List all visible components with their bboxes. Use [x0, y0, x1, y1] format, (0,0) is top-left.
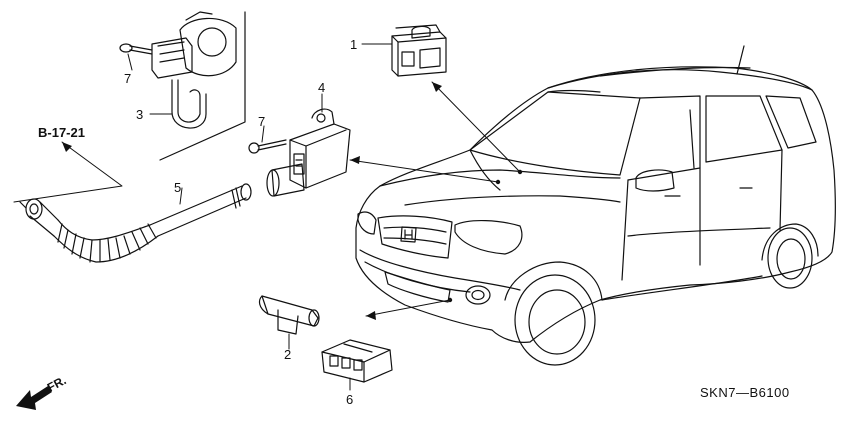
- arrowheads: [16, 82, 442, 410]
- callout-7-lower: 7: [258, 114, 265, 129]
- location-arrows: [349, 81, 521, 317]
- part-7-bolt-upper: [119, 43, 153, 55]
- callout-1: 1: [350, 37, 357, 52]
- reference-label: B-17-21: [38, 125, 85, 140]
- callout-4: 4: [318, 80, 325, 95]
- callout-3: 3: [136, 107, 143, 122]
- part-7-bolt-lower: [248, 139, 287, 154]
- part-5-hose: [19, 183, 252, 263]
- part-6-bracket: [321, 339, 393, 383]
- callout-6: 6: [346, 392, 353, 407]
- vehicle-drawing: [355, 45, 836, 366]
- part-2-sensor: [258, 295, 320, 335]
- callout-7-upper: 7: [124, 71, 131, 86]
- callout-2: 2: [284, 347, 291, 362]
- leader-lines: [13, 43, 393, 391]
- diagram-code: SKN7—B6100: [700, 385, 790, 400]
- part-4-sensor: [266, 108, 351, 197]
- part-3-unit: [151, 11, 246, 161]
- part-1-sensor: [391, 24, 447, 77]
- location-dots: [447, 169, 523, 303]
- callout-5: 5: [174, 180, 181, 195]
